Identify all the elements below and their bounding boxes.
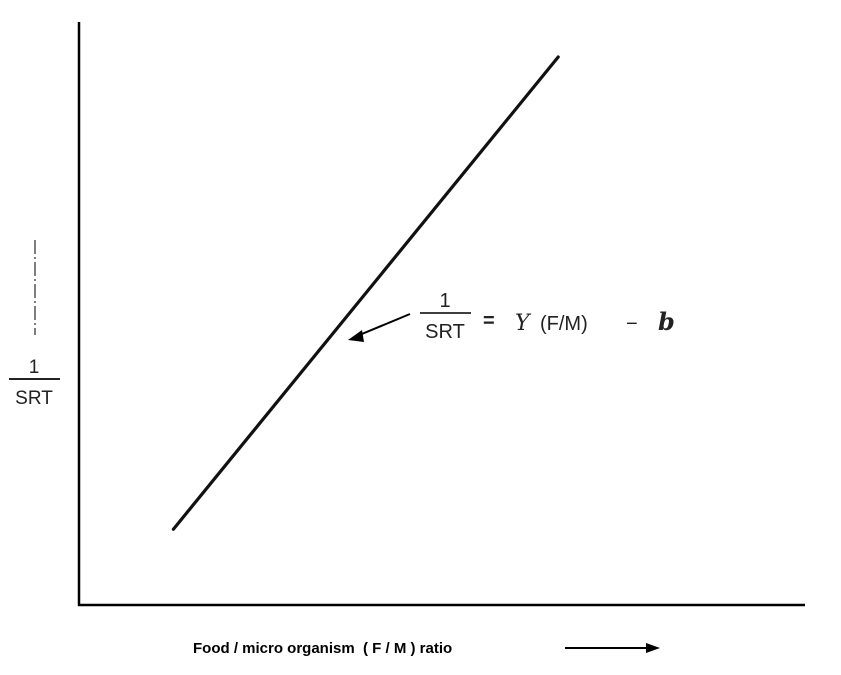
eq-equals: = — [483, 310, 495, 332]
series-line-0 — [171, 55, 560, 531]
eq-ratio: (F/M) — [540, 313, 588, 335]
y-label-numerator: 1 — [29, 357, 40, 378]
annotation-arrowhead — [348, 330, 364, 342]
series-layer — [171, 55, 560, 531]
eq-b-symbol: b — [658, 307, 675, 336]
y-label-denominator: SRT — [15, 388, 53, 409]
eq-y-symbol: Y — [515, 311, 532, 336]
eq-numerator: 1 — [439, 290, 450, 312]
x-axis-label: Food / micro organism ( F / M ) ratio — [193, 640, 452, 657]
equation-annotation: 1 SRT = Y (F/M) − b — [348, 290, 675, 343]
x-axis-arrow — [565, 643, 660, 653]
eq-minus: − — [626, 313, 638, 335]
annotation-arrow — [356, 313, 411, 337]
eq-denominator: SRT — [425, 321, 465, 343]
y-axis-label: 1 SRT — [9, 240, 60, 409]
